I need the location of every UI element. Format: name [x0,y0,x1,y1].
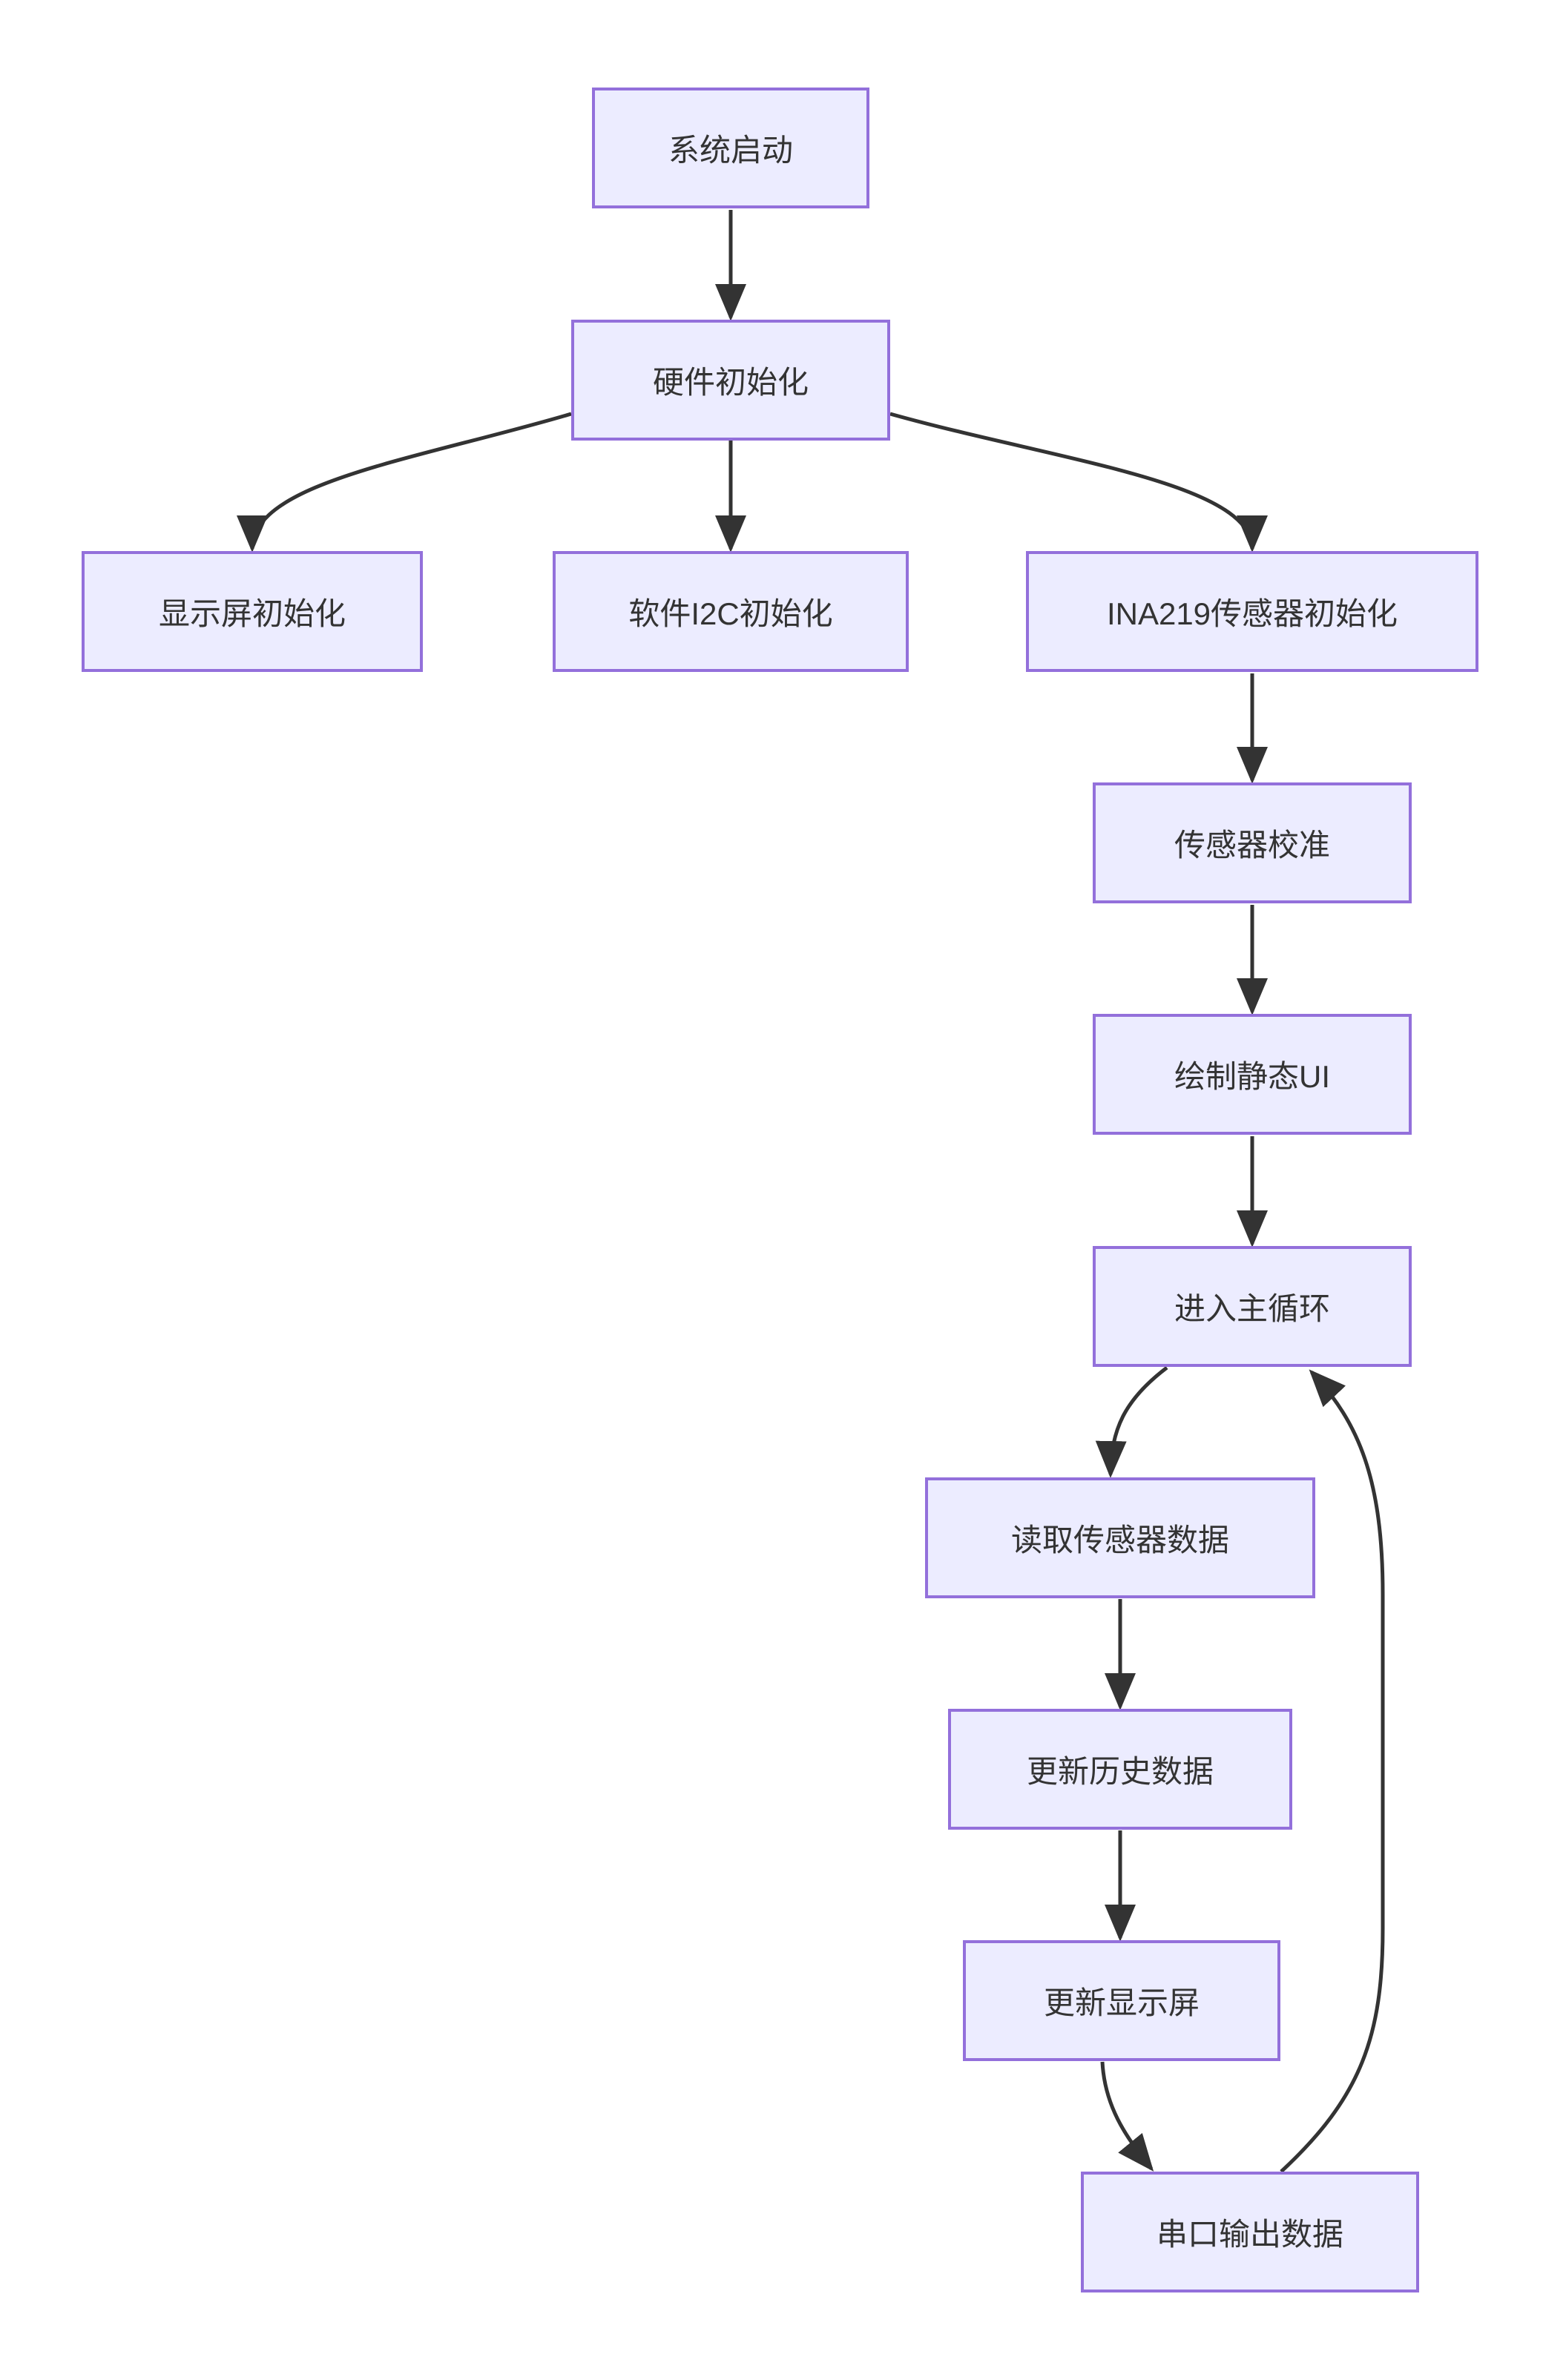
node-hw-init: 硬件初始化 [571,320,890,441]
node-draw-static-ui-label: 绘制静态UI [1174,1059,1330,1094]
edge-main-loop-to-read-sensor [1095,1366,1168,1478]
node-ina219-init: INA219传感器初始化 [1026,551,1478,672]
node-serial-output-label: 串口输出数据 [1156,2217,1343,2252]
node-serial-output: 串口输出数据 [1081,2172,1419,2292]
node-draw-static-ui: 绘制静态UI [1093,1014,1412,1135]
edge-update-display-to-serial-output [1100,2061,1154,2172]
node-update-history-label: 更新历史数据 [1026,1754,1214,1789]
node-update-display: 更新显示屏 [963,1940,1280,2061]
edge-hw-init-to-display-init [237,412,572,553]
node-read-sensor: 读取传感器数据 [925,1477,1315,1598]
node-update-history: 更新历史数据 [948,1709,1292,1830]
node-start-label: 系统启动 [668,133,793,168]
node-read-sensor-label: 读取传感器数据 [1010,1523,1229,1557]
node-start: 系统启动 [592,88,869,208]
node-update-display-label: 更新显示屏 [1043,1985,1200,2020]
node-sensor-cal: 传感器校准 [1093,782,1412,903]
node-main-loop-label: 进入主循环 [1174,1291,1330,1326]
node-hw-init-label: 硬件初始化 [652,365,809,400]
node-main-loop: 进入主循环 [1093,1246,1412,1367]
edge-hw-init-to-ina219-init [889,412,1268,553]
node-i2c-init-label: 软件I2C初始化 [628,596,833,631]
node-display-init: 显示屏初始化 [82,551,423,672]
node-display-init-label: 显示屏初始化 [158,596,346,631]
edge-serial-output-to-main-loop [1280,1369,1385,2173]
node-i2c-init: 软件I2C初始化 [553,551,909,672]
node-ina219-init-label: INA219传感器初始化 [1106,596,1398,631]
node-sensor-cal-label: 传感器校准 [1174,828,1330,863]
